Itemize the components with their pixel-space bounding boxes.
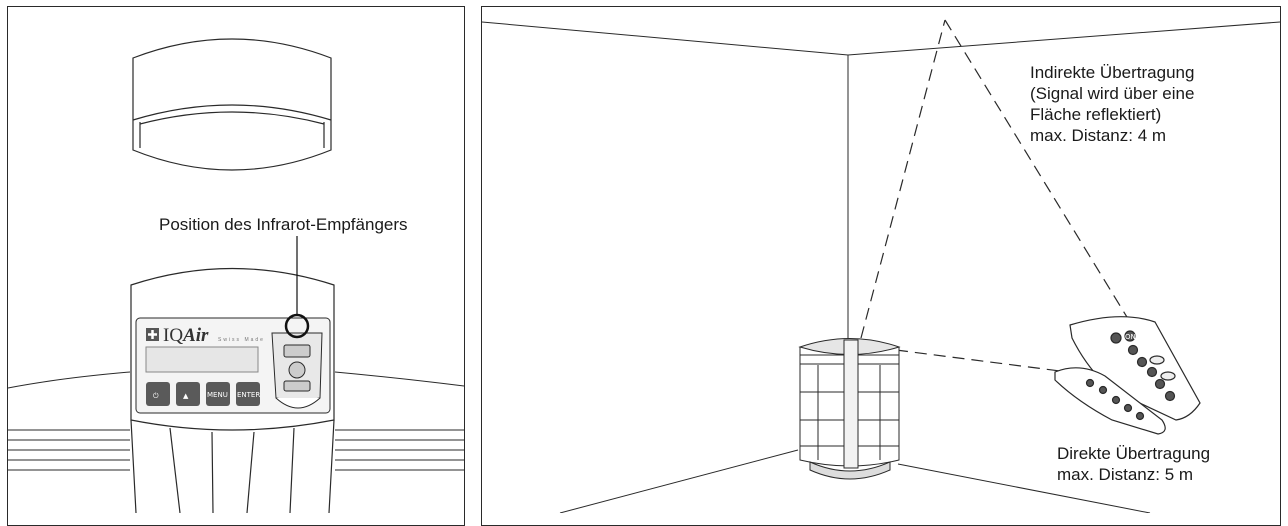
iqair-logo: IQAir Swiss Made [146, 325, 265, 346]
top-cover-drawing [132, 38, 332, 171]
illustration-layer: IQAir Swiss Made ⏻ ▲ MENU ENTER [7, 19, 1281, 513]
svg-text:⏻: ⏻ [153, 392, 159, 400]
remote-control-back [1054, 367, 1166, 435]
air-purifier-unit [798, 338, 901, 480]
indirect-line-3: Fläche reflektiert) [1030, 105, 1162, 124]
stand-lines [7, 371, 465, 471]
svg-text:▲: ▲ [183, 392, 189, 400]
indirect-transmission-label: Indirekte Übertragung (Signal wird über … [1030, 62, 1194, 146]
ir-receiver-label: Position des Infrarot-Empfängers [159, 215, 408, 234]
svg-text:IQAir: IQAir [163, 325, 209, 346]
svg-text:MENU: MENU [207, 391, 228, 399]
indirect-line-2: (Signal wird über eine [1030, 84, 1195, 103]
enter-button[interactable]: ENTER [236, 382, 260, 406]
power-button[interactable]: ⏻ [146, 382, 170, 406]
indirect-line-1: Indirekte Übertragung [1030, 63, 1195, 82]
up-button[interactable]: ▲ [176, 382, 200, 406]
direct-transmission-label: Direkte Übertragung max. Distanz: 5 m [1057, 443, 1210, 485]
indirect-line-4: max. Distanz: 4 m [1030, 126, 1167, 145]
ir-receiver-marker [284, 313, 310, 339]
direct-line-1: Direkte Übertragung [1057, 444, 1211, 463]
menu-button[interactable]: MENU [206, 382, 230, 406]
remote-on-button[interactable]: ON [1125, 333, 1136, 341]
remote-control-front [1069, 316, 1201, 421]
svg-text:ENTER: ENTER [237, 391, 260, 399]
svg-text:Swiss Made: Swiss Made [218, 337, 265, 343]
room-corner-lines [481, 21, 1281, 513]
direct-line-2: max. Distanz: 5 m [1057, 465, 1194, 484]
signal-lines [860, 19, 1131, 373]
ir-receiver-window [271, 332, 323, 409]
